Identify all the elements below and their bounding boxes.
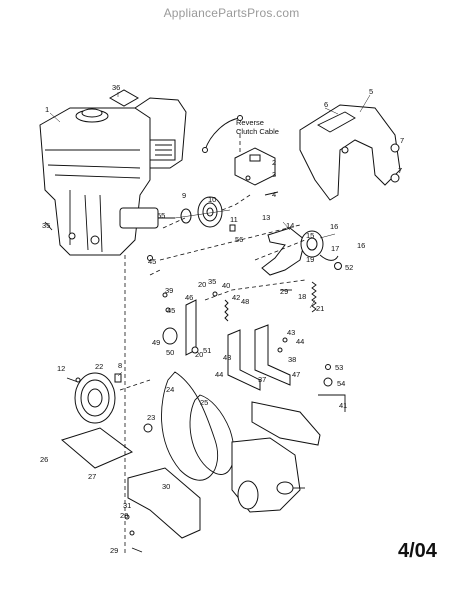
part-label: 43 <box>223 353 231 362</box>
transmission-pulley <box>74 372 122 424</box>
cable-callout-line1: Reverse <box>236 118 264 127</box>
part-label: 30 <box>162 482 170 491</box>
part-label: 49 <box>152 338 160 347</box>
revision-date: 4/04 <box>398 540 437 562</box>
cable-bracket <box>234 147 276 186</box>
part-label: 54 <box>337 379 345 388</box>
assembly-guide-lines <box>119 130 306 555</box>
part-label: 29 <box>280 287 288 296</box>
engine-pulley <box>174 196 236 232</box>
washer <box>143 423 153 433</box>
part-label: 26 <box>40 455 48 464</box>
part-label: 4 <box>272 190 276 199</box>
part-label: 42 <box>232 293 240 302</box>
part-label: 47 <box>292 370 300 379</box>
part-label: 10 <box>208 195 216 204</box>
part-label: 55 <box>157 211 165 220</box>
part-label: 35 <box>42 221 50 230</box>
idler-arm <box>261 227 342 276</box>
part-label: 20 <box>195 350 203 359</box>
part-label: 48 <box>241 297 249 306</box>
part-label: 9 <box>182 191 186 200</box>
clutch-linkage <box>162 291 229 356</box>
part-label: 25 <box>200 398 208 407</box>
part-label: 20 <box>198 280 206 289</box>
site-watermark: AppliancePartsPros.com <box>163 6 300 20</box>
part-label: 21 <box>316 304 324 313</box>
part-label: 44 <box>215 370 223 379</box>
part-label: 19 <box>306 255 314 264</box>
part-label: 3 <box>272 170 276 179</box>
part-label: 16 <box>330 222 338 231</box>
part-label: 13 <box>262 213 270 222</box>
part-label: 29 <box>110 546 118 555</box>
part-label: 31 <box>123 501 131 510</box>
part-label: 56 <box>235 235 243 244</box>
part-label: 11 <box>230 215 238 224</box>
part-label: 27 <box>88 472 96 481</box>
part-label: 15 <box>306 231 314 240</box>
decal-plate <box>108 89 140 107</box>
part-label: 45 <box>167 306 175 315</box>
part-label: 52 <box>345 263 353 272</box>
part-label: 1 <box>45 105 49 114</box>
part-label: 37 <box>258 375 266 384</box>
part-label: 45 <box>148 257 156 266</box>
part-label: 14 <box>286 221 294 230</box>
tension-spring <box>311 281 317 313</box>
part-label: 24 <box>166 385 174 394</box>
part-label: 8 <box>118 361 122 370</box>
part-label: 38 <box>288 355 296 364</box>
part-label: 41 <box>339 401 347 410</box>
part-label: 17 <box>331 244 339 253</box>
part-label: 43 <box>287 328 295 337</box>
part-label: 18 <box>298 292 306 301</box>
part-label: 40 <box>222 281 230 290</box>
reverse-clutch-cable <box>202 115 243 153</box>
part-label: 36 <box>112 83 120 92</box>
part-label: 6 <box>324 100 328 109</box>
part-label: 44 <box>296 337 304 346</box>
part-number-labels: 1 2 3 4 5 6 7 7 8 9 10 11 12 13 14 15 16… <box>40 83 404 555</box>
engine-assembly <box>39 97 187 256</box>
part-label: 28 <box>120 511 128 520</box>
belt-guard-cover <box>299 104 401 201</box>
cable-callout-line2: Clutch Cable <box>236 127 279 136</box>
leader-lines <box>49 92 371 377</box>
part-label: 2 <box>272 158 276 167</box>
part-label: 22 <box>95 362 103 371</box>
drive-belts <box>161 371 235 481</box>
part-label: 7 <box>398 166 402 175</box>
part-label: 16 <box>357 241 365 250</box>
part-label: 35 <box>208 277 216 286</box>
transmission-assembly <box>127 364 346 539</box>
mounting-brackets <box>227 324 291 391</box>
part-label: 53 <box>335 363 343 372</box>
fasteners <box>44 191 292 553</box>
base-plate <box>60 427 133 469</box>
part-label: 23 <box>147 413 155 422</box>
part-label: 39 <box>165 286 173 295</box>
part-label: 51 <box>203 346 211 355</box>
part-label: 46 <box>185 293 193 302</box>
part-label: 7 <box>400 136 404 145</box>
part-label: 12 <box>57 364 65 373</box>
part-label: 5 <box>369 87 373 96</box>
part-label: 50 <box>166 348 174 357</box>
